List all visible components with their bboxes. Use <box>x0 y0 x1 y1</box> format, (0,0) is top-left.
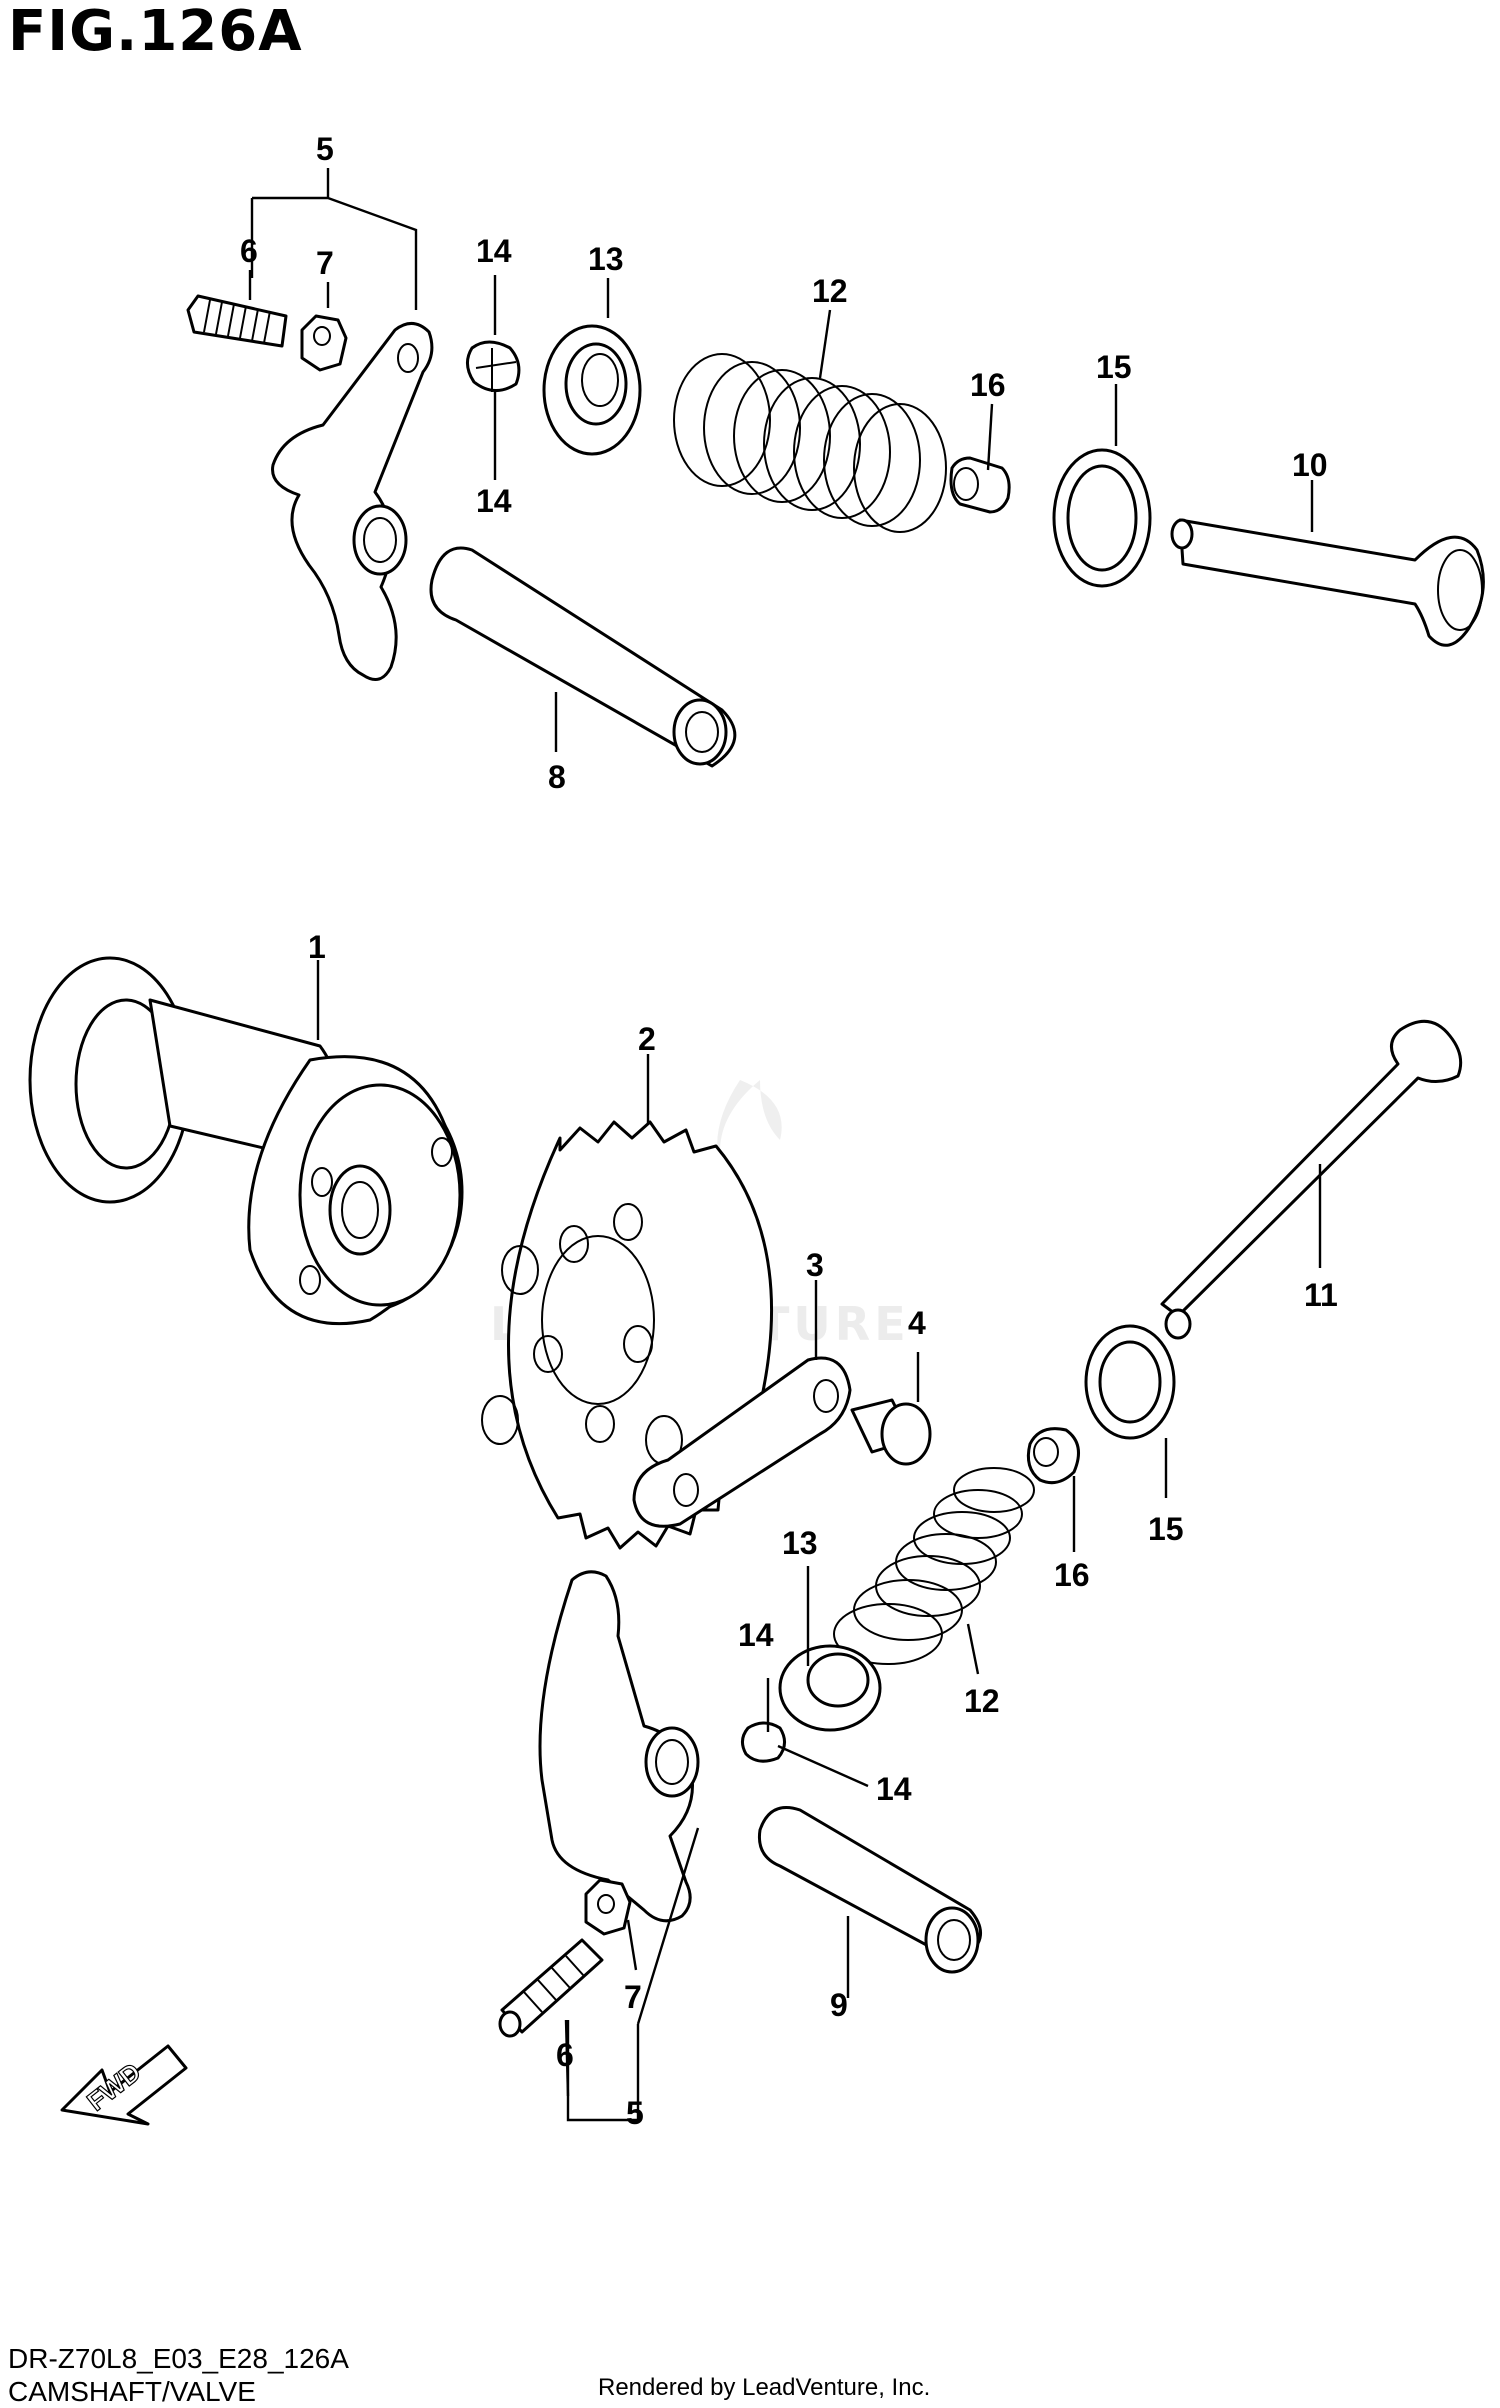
part-5-rocker-arm-bottom <box>538 1570 700 1923</box>
callout-6-bottom: 6 <box>556 2037 574 2073</box>
callout-9: 9 <box>830 1987 848 2023</box>
callout-16-top: 16 <box>970 367 1006 403</box>
callout-3: 3 <box>806 1247 824 1283</box>
part-11-exhaust-valve <box>1160 1019 1463 1340</box>
part-6-adjust-screw-top <box>186 294 288 348</box>
part-15-washer-top <box>1052 448 1152 588</box>
callout-15-bottom: 15 <box>1148 1511 1184 1547</box>
part-9-rocker-shaft-bottom <box>757 1806 982 1974</box>
callout-13-top: 13 <box>588 241 624 277</box>
part-6-adjust-screw-bottom <box>498 1938 604 2038</box>
part-12-spring-bottom <box>833 1467 1035 1665</box>
callout-5-top: 5 <box>316 131 334 167</box>
callout-10: 10 <box>1292 447 1328 483</box>
callout-5-bottom: 5 <box>626 2095 644 2131</box>
callout-14-bottom-a: 14 <box>738 1617 774 1653</box>
callout-7-top: 7 <box>316 245 334 281</box>
callout-11: 11 <box>1304 1277 1338 1313</box>
part-15-washer-bottom <box>1084 1324 1176 1440</box>
part-13-retainer-bottom <box>778 1644 882 1732</box>
part-3-camshaft-plate <box>632 1356 852 1528</box>
callout-labels: 5 6 7 14 14 13 12 16 15 10 8 1 2 3 4 11 … <box>240 131 1338 2131</box>
callout-2: 2 <box>638 1021 656 1057</box>
leader-lines <box>248 168 1322 2122</box>
callout-14-top-b: 14 <box>476 483 512 519</box>
part-7-nut-top <box>300 314 348 372</box>
part-13-retainer-top <box>542 324 642 456</box>
figure-name: CAMSHAFT/VALVE <box>8 2376 256 2407</box>
part-5-rocker-arm-top <box>271 322 434 681</box>
part-8-rocker-shaft-top <box>429 546 737 768</box>
callout-15-top: 15 <box>1096 349 1132 385</box>
part-14-cotters-bottom <box>741 1721 786 1763</box>
callout-7-bottom: 7 <box>624 1979 642 2015</box>
fwd-arrow-icon: FWD <box>60 2044 188 2126</box>
part-1-camshaft <box>28 956 464 1326</box>
figure-title: FIG.126A <box>8 0 303 64</box>
callout-6-top: 6 <box>240 233 258 269</box>
callout-12-top: 12 <box>812 273 848 309</box>
callout-14-top-a: 14 <box>476 233 512 269</box>
callout-4: 4 <box>908 1305 926 1341</box>
part-16-seal-bottom <box>1026 1427 1080 1485</box>
render-credit: Rendered by LeadVenture, Inc. <box>598 2374 931 2401</box>
callout-13-bottom: 13 <box>782 1525 818 1561</box>
part-10-intake-valve <box>1170 518 1485 647</box>
callout-8: 8 <box>548 759 566 795</box>
part-7-nut-bottom <box>584 1878 632 1936</box>
callout-14-bottom-b: 14 <box>876 1771 912 1807</box>
figure-code: DR-Z70L8_E03_E28_126A <box>8 2343 349 2374</box>
part-14-cotters-top <box>466 340 521 392</box>
callout-12-bottom: 12 <box>964 1683 1000 1719</box>
callout-16-bottom: 16 <box>1054 1557 1090 1593</box>
part-16-seal-top <box>949 456 1011 514</box>
callout-1: 1 <box>308 929 326 965</box>
part-12-spring-top <box>673 353 947 533</box>
part-4-bolt <box>850 1398 932 1466</box>
